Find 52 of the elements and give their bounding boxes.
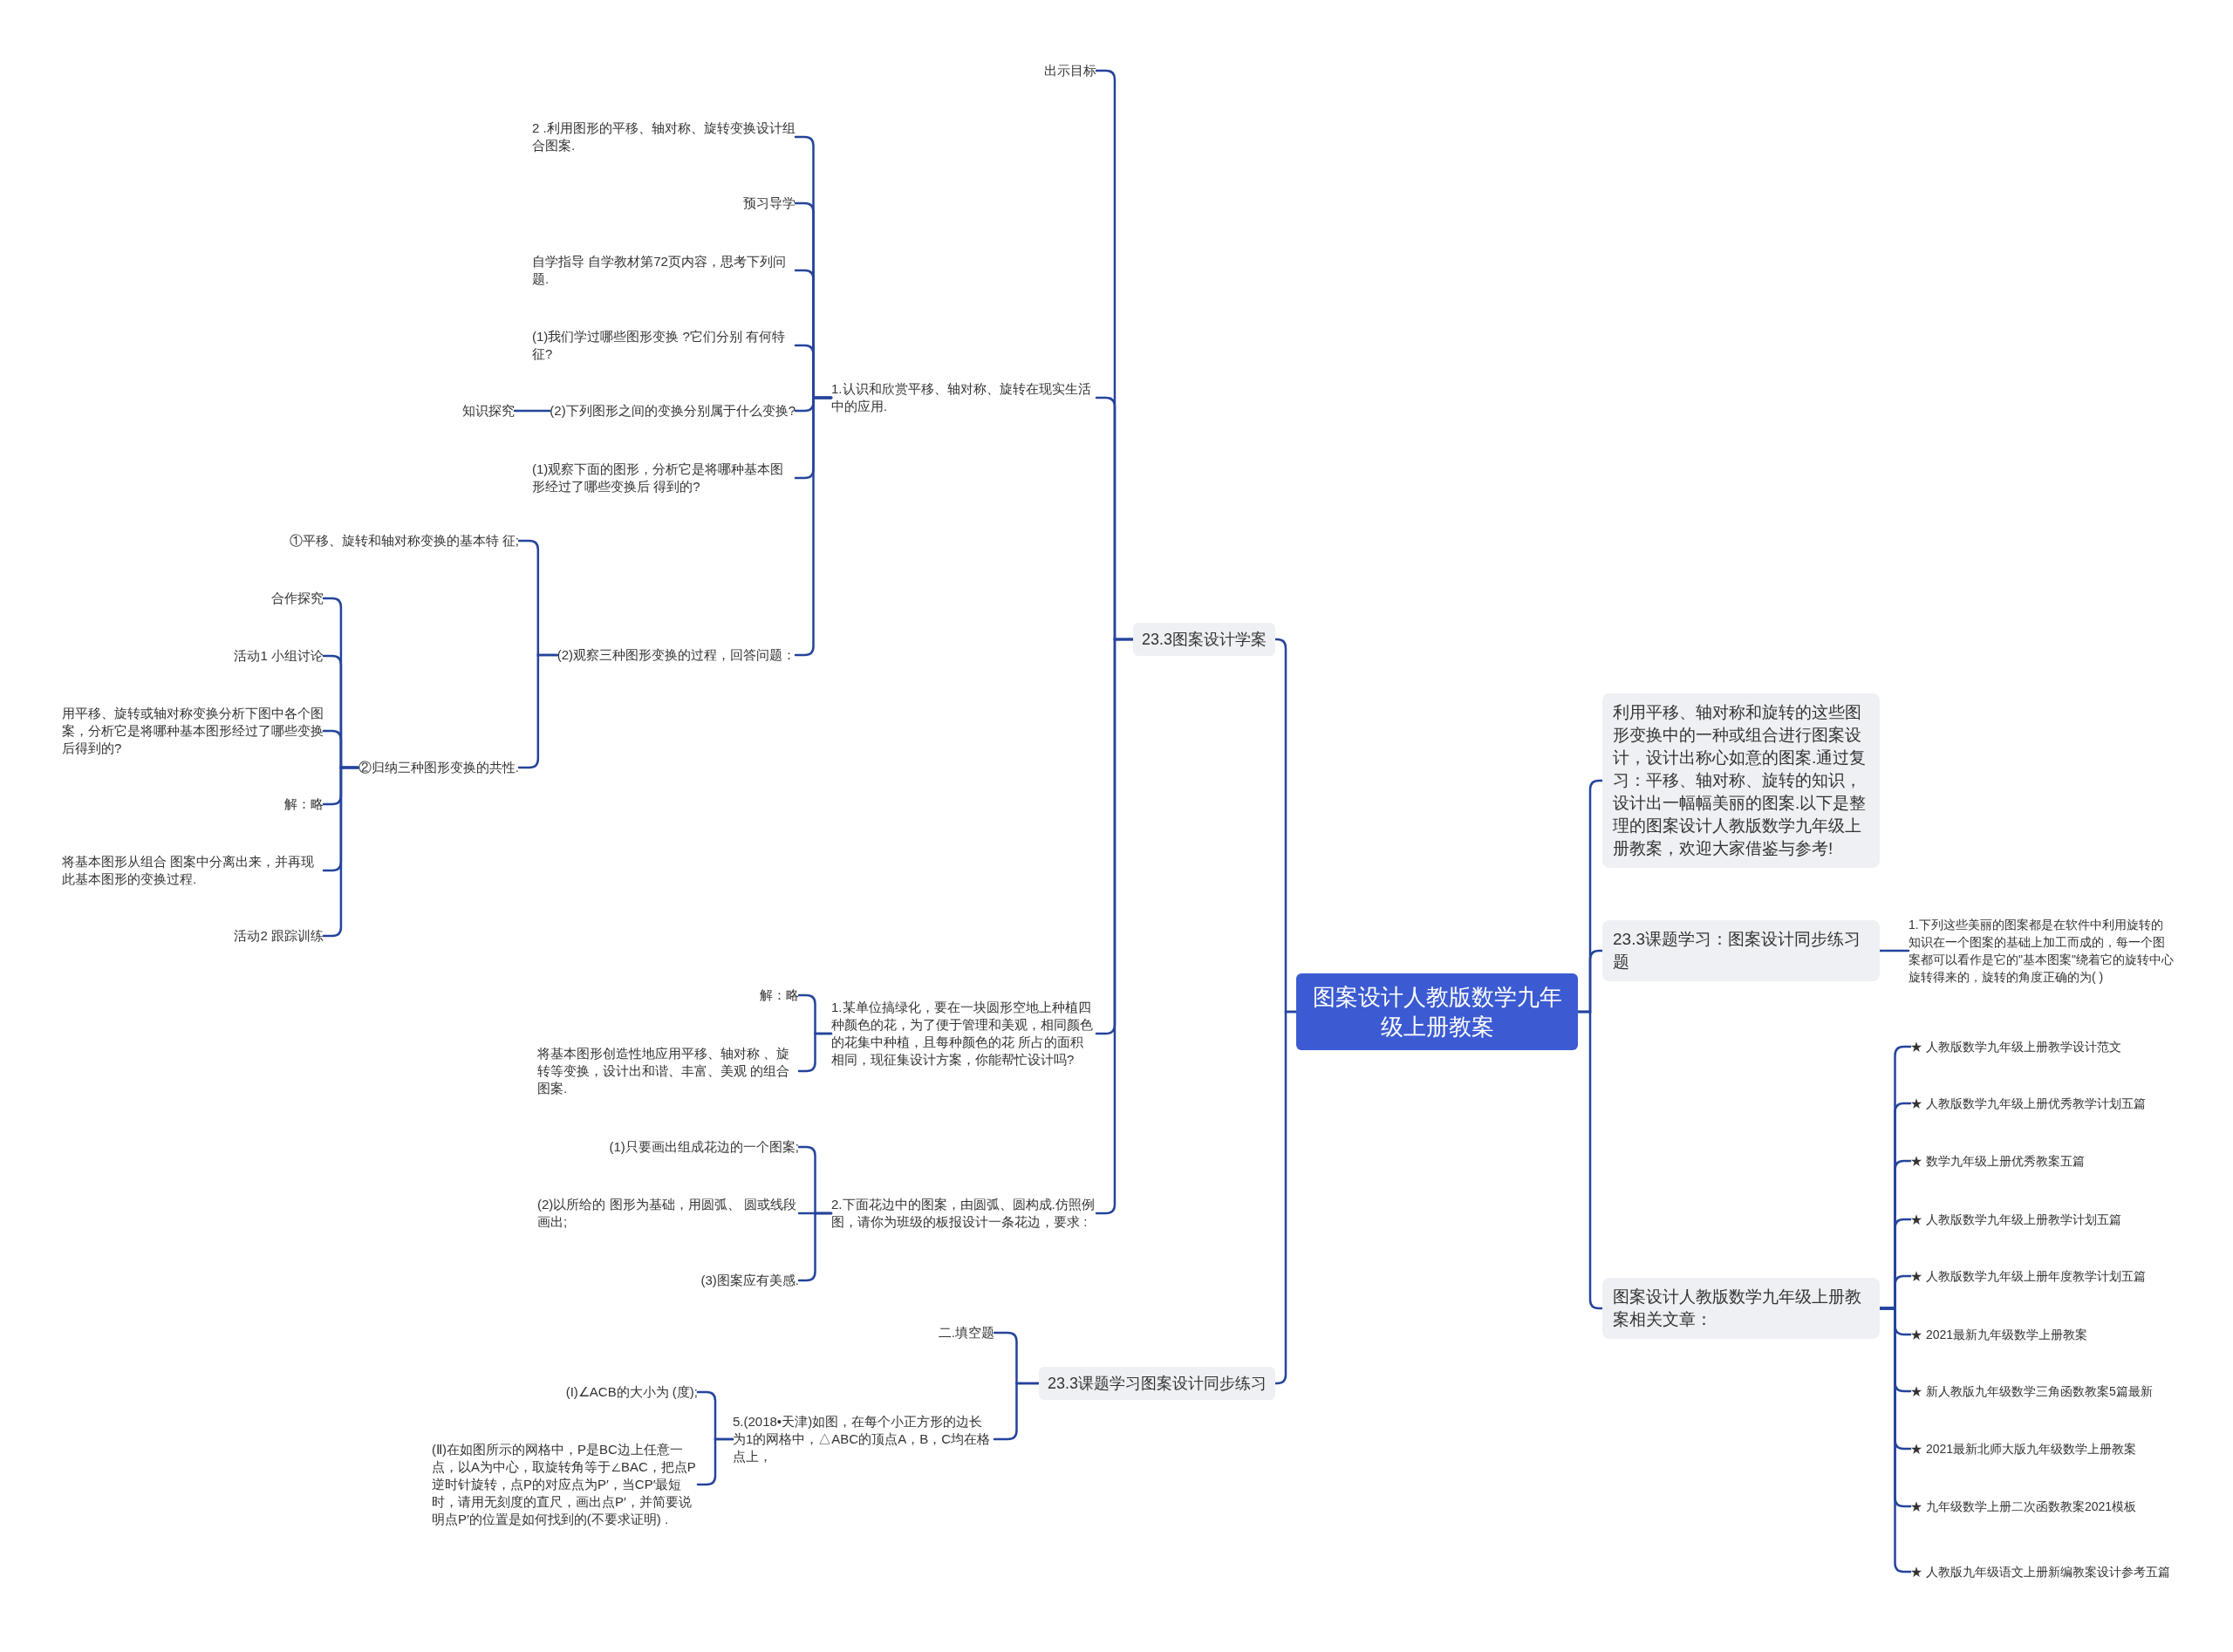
subtopic-text: (I)∠ACB的大小为 (度);	[565, 1383, 698, 1401]
subtopic-text: 出示目标	[1044, 62, 1096, 79]
topic-box: 23.3课题学习：图案设计同步练习题	[1602, 920, 1880, 981]
subtopic-text: ★ 人教版数学九年级上册优秀教学计划五篇	[1910, 1095, 2146, 1112]
subtopic-text: ★ 数学九年级上册优秀教案五篇	[1910, 1152, 2085, 1170]
topic-box: 23.3课题学习图案设计同步练习	[1038, 1367, 1275, 1400]
subtopic-text: (2)下列图形之间的变换分别属于什么变换?	[550, 402, 796, 420]
subtopic-text: ★ 人教版数学九年级上册教学计划五篇	[1910, 1211, 2121, 1228]
subtopic-text: 将基本图形创造性地应用平移、轴对称 、旋转等变换，设计出和谐、丰富、美观 的组合图案.	[537, 1045, 799, 1097]
subtopic-text: 将基本图形从组合 图案中分离出来，并再现此基本图形的变换过程.	[62, 853, 324, 888]
subtopic-text: 1.某单位搞绿化，要在一块圆形空地上种植四种颜色的花，为了便于管理和美观，相同颜色的花集中种植，且每种颜色的花 所占的面积相同，现征集设计方案，你能帮忙设计吗?	[831, 999, 1096, 1068]
subtopic-text: (Ⅱ)在如图所示的网格中，P是BC边上任意一点，以A为中心，取旋转角等于∠BAC，把点P逆时针旋转，点P的对应点为P′，当CP′最短时，请用无刻度的直尺，画出点P′，并简要说明点P′的位置是如何找到的(不要求证明) .	[432, 1441, 698, 1528]
subtopic-text: 2 .利用图形的平移、轴对称、旋转变换设计组合图案.	[532, 119, 796, 154]
subtopic-text: 预习导学	[743, 195, 796, 212]
subtopic-text: ★ 人教版数学九年级上册教学设计范文	[1910, 1038, 2121, 1055]
subtopic-text: (3)图案应有美感.	[700, 1272, 799, 1289]
subtopic-text: 自学指导 自学教材第72页内容，思考下列问题.	[532, 253, 796, 288]
connector-line	[1274, 1010, 1298, 1385]
subtopic-text: 解：略	[760, 986, 799, 1004]
subtopic-text: 用平移、旋转或轴对称变换分析下图中各个图案，分析它是将哪种基本图形经过了哪些变换后得到的?	[62, 705, 324, 757]
subtopic-text: (2)以所给的 图形为基础，用圆弧、 圆或线段画出;	[537, 1196, 799, 1231]
topic-box: 利用平移、轴对称和旋转的这些图形变换中的一种或组合进行图案设计，设计出称心如意的图案.通过复习：平移、轴对称、旋转的知识，设计出一幅幅美丽的图案.以下是整理的图案设计人教版数学九年级上册教案，欢迎大家借鉴与参考!	[1602, 693, 1880, 868]
central-topic: 图案设计人教版数学九年级上册教案	[1296, 973, 1578, 1050]
subtopic-text: ★ 2021最新九年级数学上册教案	[1910, 1326, 2088, 1343]
subtopic-text: ②归纳三种图形变换的共性.	[358, 759, 519, 776]
connector-line	[1878, 949, 1910, 952]
subtopic-text: 1.认识和欣赏平移、轴对称、旋转在现实生活中的应用.	[831, 380, 1096, 415]
subtopic-text: 解：略	[284, 795, 324, 813]
subtopic-text: 知识探究	[462, 402, 515, 420]
subtopic-text: (1)观察下面的图形，分析它是将哪种基本图形经过了哪些变换后 得到的?	[532, 461, 796, 495]
subtopic-text: 活动1 小组讨论	[234, 647, 324, 665]
subtopic-text: 活动2 跟踪训练	[234, 927, 324, 945]
subtopic-text: ★ 人教版九年级语文上册新编教案设计参考五篇	[1910, 1563, 2170, 1580]
subtopic-text: (1)只要画出组成花边的一个图案;	[609, 1138, 799, 1156]
subtopic-text: ★ 2021最新北师大版九年级数学上册教案	[1910, 1440, 2137, 1457]
subtopic-text: 1.下列这些美丽的图案都是在软件中利用旋转的知识在一个图案的基础上加工而成的，每一个图案都可以看作是它的"基本图案"绕着它的旋转中心旋转得来的，旋转的角度正确的为( )	[1909, 916, 2175, 986]
subtopic-text: (2)观察三种图形变换的过程，回答问题：	[557, 646, 796, 664]
subtopic-text: ★ 人教版数学九年级上册年度教学计划五篇	[1910, 1267, 2146, 1285]
connector-line	[797, 1032, 833, 1073]
subtopic-text: (1)我们学过哪些图形变换 ?它们分别 有何特征?	[532, 328, 796, 363]
subtopic-text: 二.填空题	[938, 1324, 994, 1341]
subtopic-text: 5.(2018•天津)如图，在每个小正方形的边长为1的网格中，△ABC的顶点A，B，C均在格点上，	[733, 1413, 994, 1465]
connector-line	[696, 1437, 734, 1486]
subtopic-text: ★ 九年级数学上册二次函数教案2021模板	[1910, 1498, 2137, 1515]
subtopic-text: ①平移、旋转和轴对称变换的基本特 征;	[289, 532, 519, 550]
subtopic-text: 合作探究	[271, 590, 324, 607]
connector-line	[513, 409, 551, 413]
topic-box: 23.3图案设计学案	[1132, 623, 1275, 656]
subtopic-text: ★ 新人教版九年级数学三角函数教案5篇最新	[1910, 1382, 2153, 1400]
connector-line	[1576, 1010, 1604, 1310]
topic-box: 图案设计人教版数学九年级上册教案相关文章：	[1602, 1278, 1880, 1339]
subtopic-text: 2.下面花边中的图案，由圆弧、圆构成.仿照例图，请你为班级的板报设计一条花边，要求 :	[831, 1196, 1096, 1231]
